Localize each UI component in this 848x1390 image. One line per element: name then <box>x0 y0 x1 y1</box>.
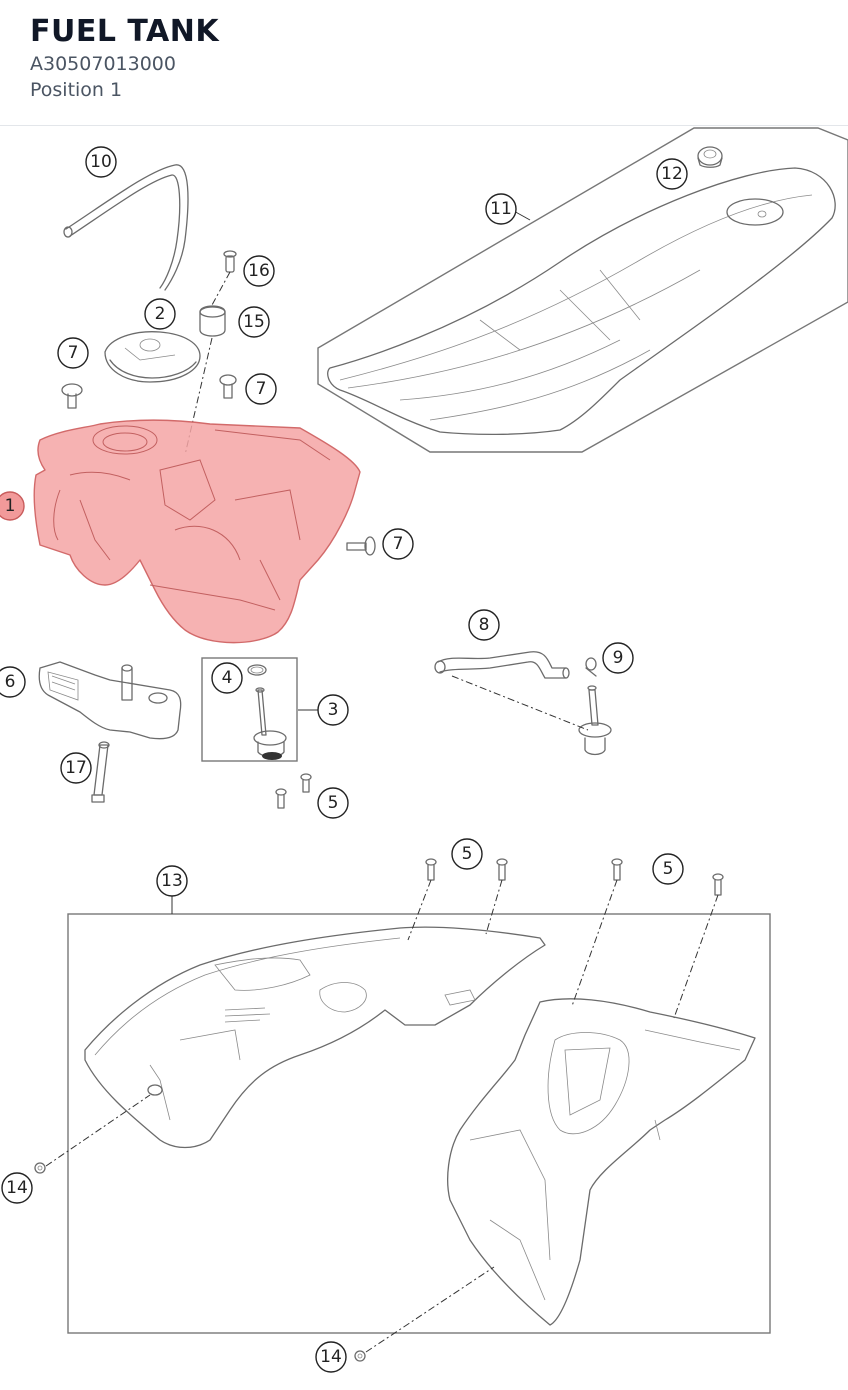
svg-text:17: 17 <box>65 758 87 778</box>
part-panel-screw-2[interactable] <box>496 858 508 881</box>
part-hose-clamp[interactable] <box>585 657 597 677</box>
part-number: A30507013000 <box>30 53 176 75</box>
callout-1[interactable]: 1 <box>0 491 25 521</box>
page-title: FUEL TANK <box>30 14 220 49</box>
position-label: Position 1 <box>30 79 123 101</box>
fuel-pump-group-box <box>201 657 298 762</box>
callout-14-b[interactable]: 14 <box>315 1341 347 1373</box>
callout-7-b[interactable]: 7 <box>245 373 277 405</box>
part-panel-screw-3[interactable] <box>611 858 623 881</box>
callout-15[interactable]: 15 <box>238 306 270 338</box>
part-side-panel-right[interactable] <box>447 998 756 1326</box>
svg-text:5: 5 <box>328 793 339 813</box>
part-screw-14b[interactable] <box>354 1350 366 1362</box>
svg-text:16: 16 <box>248 261 270 281</box>
part-fuel-tap-2[interactable] <box>578 685 612 756</box>
callout-16[interactable]: 16 <box>243 255 275 287</box>
svg-text:14: 14 <box>320 1347 342 1367</box>
svg-text:11: 11 <box>490 199 512 219</box>
callout-14-a[interactable]: 14 <box>1 1172 33 1204</box>
svg-text:2: 2 <box>155 304 166 324</box>
callout-17[interactable]: 17 <box>60 752 92 784</box>
svg-text:15: 15 <box>243 312 265 332</box>
svg-text:13: 13 <box>161 871 183 891</box>
svg-text:4: 4 <box>222 668 233 688</box>
callout-8[interactable]: 8 <box>468 609 500 641</box>
part-cap[interactable] <box>697 146 723 168</box>
svg-text:7: 7 <box>68 343 79 363</box>
svg-text:9: 9 <box>613 648 624 668</box>
part-side-panel-left[interactable] <box>84 926 546 1149</box>
part-rubber-bushing[interactable] <box>199 305 226 337</box>
part-seat[interactable] <box>317 127 848 453</box>
callout-7-c[interactable]: 7 <box>382 528 414 560</box>
part-bracket[interactable] <box>38 661 182 740</box>
part-fuel-hose[interactable] <box>434 651 570 679</box>
callout-5-b[interactable]: 5 <box>451 838 483 870</box>
part-hose[interactable] <box>63 164 189 291</box>
svg-text:14: 14 <box>6 1178 28 1198</box>
svg-text:8: 8 <box>479 615 490 635</box>
svg-text:10: 10 <box>90 152 112 172</box>
svg-text:7: 7 <box>393 534 404 554</box>
svg-text:5: 5 <box>462 844 473 864</box>
callout-7-a[interactable]: 7 <box>57 337 89 369</box>
callout-5-c[interactable]: 5 <box>652 853 684 885</box>
header: FUEL TANK A30507013000 Position 1 <box>0 0 848 126</box>
part-bolt-top[interactable] <box>223 250 237 273</box>
part-screw-7b[interactable] <box>219 374 237 399</box>
part-panel-screw-1[interactable] <box>425 858 437 881</box>
svg-text:5: 5 <box>663 859 674 879</box>
part-screw-5a[interactable] <box>300 773 312 793</box>
svg-text:1: 1 <box>5 496 16 516</box>
callout-9[interactable]: 9 <box>602 642 634 674</box>
svg-text:7: 7 <box>256 379 267 399</box>
svg-text:6: 6 <box>5 672 16 692</box>
callout-5-a[interactable]: 5 <box>317 787 349 819</box>
side-panels-group-box <box>67 913 771 1334</box>
callout-13[interactable]: 13 <box>156 865 188 897</box>
part-o-ring[interactable] <box>247 664 267 676</box>
part-screw-14a[interactable] <box>34 1162 46 1174</box>
part-long-bolt[interactable] <box>91 741 110 803</box>
svg-text:12: 12 <box>661 164 683 184</box>
part-screw-7a[interactable] <box>61 383 83 409</box>
part-filler-cap[interactable] <box>104 331 201 383</box>
callout-2[interactable]: 2 <box>144 298 176 330</box>
svg-text:3: 3 <box>328 700 339 720</box>
part-fuel-tank-highlighted[interactable] <box>33 419 361 644</box>
callout-3[interactable]: 3 <box>317 694 349 726</box>
callout-6[interactable]: 6 <box>0 666 26 698</box>
callout-11[interactable]: 11 <box>485 193 517 225</box>
callout-12[interactable]: 12 <box>656 158 688 190</box>
part-screw-7c[interactable] <box>346 536 376 556</box>
callout-4[interactable]: 4 <box>211 662 243 694</box>
part-fuel-tap[interactable] <box>253 687 287 760</box>
part-screw-5b[interactable] <box>275 788 287 809</box>
part-panel-screw-4[interactable] <box>712 873 724 896</box>
callout-10[interactable]: 10 <box>85 146 117 178</box>
